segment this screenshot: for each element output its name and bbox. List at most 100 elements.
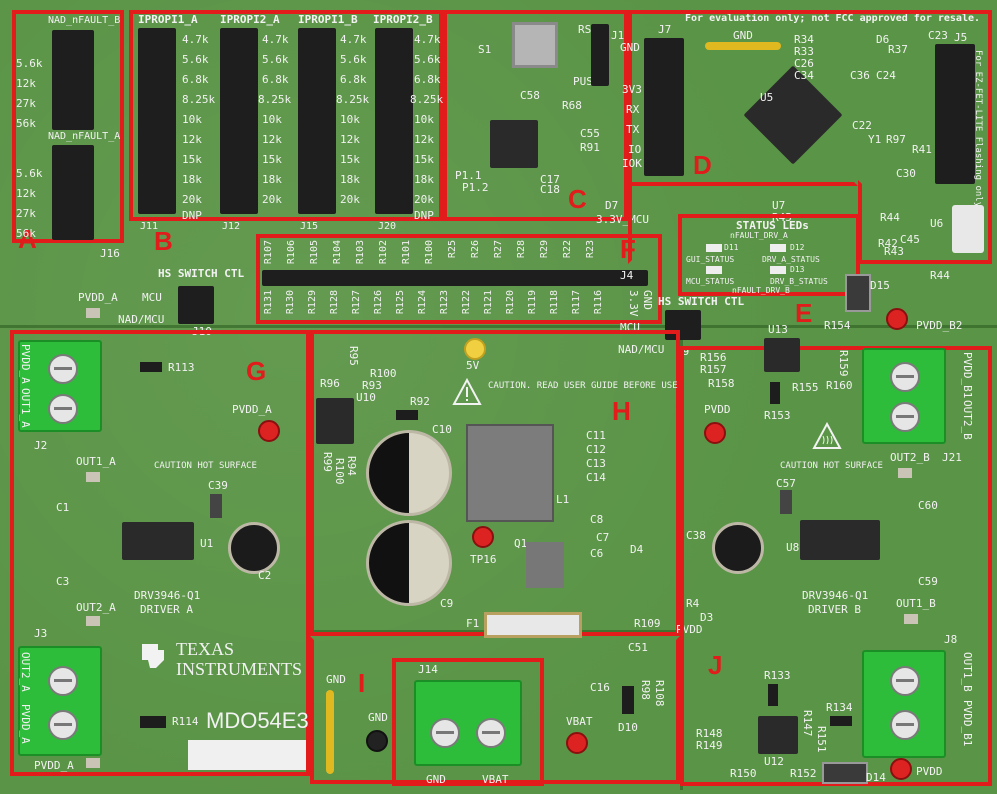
j3-terminal[interactable] xyxy=(18,646,102,756)
c2-capacitor xyxy=(228,522,280,574)
ipropi-val: 20k xyxy=(182,193,202,206)
f-resistor-ref: R121 xyxy=(483,290,494,315)
ipropi-val: 4.7k xyxy=(414,33,441,46)
c10-capacitor xyxy=(366,430,452,516)
ipropi-val: 10k xyxy=(340,113,360,126)
5v-testpoint[interactable] xyxy=(464,338,486,360)
hs-switch-jumper[interactable] xyxy=(178,286,214,324)
out2b-pad xyxy=(898,468,912,478)
cap-ref: C12 xyxy=(586,443,606,456)
cap-ref: C7 xyxy=(596,531,610,544)
gnd-label: GND xyxy=(733,29,753,42)
j8-terminal[interactable] xyxy=(862,650,946,758)
u8-ref: U8 xyxy=(786,541,800,554)
q1-mosfet xyxy=(526,542,564,588)
c59-ref: C59 xyxy=(918,575,938,588)
nfault-a-header[interactable] xyxy=(52,145,94,240)
j21-terminal[interactable] xyxy=(862,348,946,444)
brand-line2: INSTRUMENTS xyxy=(176,659,303,679)
region-f-box xyxy=(256,234,662,324)
r98-ref: R98 xyxy=(639,680,652,700)
out1-label: OUT1_A xyxy=(76,455,116,468)
j3-out-label: OUT2_A xyxy=(19,652,32,692)
nfault-b-header[interactable] xyxy=(52,30,94,130)
screw-icon xyxy=(476,718,506,748)
ipropi-val: 6.8k xyxy=(340,73,367,86)
c51-ref: C51 xyxy=(628,641,648,654)
led-label: D13 xyxy=(790,265,805,274)
hs-switch-label: HS SWITCH CTL xyxy=(158,267,245,280)
r153-part xyxy=(770,382,780,404)
fcc-note: For evaluation only; not FCC approved fo… xyxy=(685,13,981,24)
f-resistor-ref: R119 xyxy=(527,290,538,315)
j7-header[interactable] xyxy=(644,38,684,176)
ipropi-val: 4.7k xyxy=(340,33,367,46)
res-val: 12k xyxy=(16,187,36,200)
rst-jumper[interactable] xyxy=(591,24,609,86)
ref: R42 xyxy=(878,237,898,250)
led xyxy=(706,244,722,252)
cap-ref: C13 xyxy=(586,457,606,470)
led-label: nFAULT_DRV_B xyxy=(732,286,790,295)
d15-ref: D15 xyxy=(870,279,890,292)
j5-header[interactable] xyxy=(935,44,975,184)
pvdd-b1-testpoint[interactable] xyxy=(890,758,912,780)
ipropi-jumper[interactable] xyxy=(298,28,336,214)
r68-ref: R68 xyxy=(562,99,582,112)
pvdd-testpoint[interactable] xyxy=(704,422,726,444)
c39-ref: C39 xyxy=(208,479,228,492)
r134-part xyxy=(830,716,852,726)
r99-ref: R99 xyxy=(321,452,334,472)
ref: D6 xyxy=(876,33,890,46)
ipropi-jumper[interactable] xyxy=(375,28,413,214)
pvdd-a-testpoint[interactable] xyxy=(258,420,280,442)
pvdd-b2-testpoint[interactable] xyxy=(886,308,908,330)
reset-switch[interactable] xyxy=(512,22,558,68)
ref: R147 xyxy=(801,710,814,737)
led-label: nFAULT_DRV_A xyxy=(730,231,788,240)
ref: D14 xyxy=(866,771,886,784)
ipropi-val: 12k xyxy=(182,133,202,146)
mcu-33-label: 3.3V_MCU xyxy=(596,213,649,226)
j2-out-label: OUT1_A xyxy=(19,388,32,428)
region-d-label: D xyxy=(693,150,712,180)
usb-connector[interactable] xyxy=(952,205,984,253)
f-resistor-ref: R124 xyxy=(417,290,428,315)
region-g-box xyxy=(10,330,310,776)
term-gnd-label: GND xyxy=(426,773,446,786)
tp16-testpoint[interactable] xyxy=(472,526,494,548)
ipropi-jumper[interactable] xyxy=(138,28,176,214)
cap-ref: C11 xyxy=(586,429,606,442)
j2-terminal[interactable] xyxy=(18,340,102,432)
r100-ref: R100 xyxy=(333,458,346,485)
f-resistor-ref: R22 xyxy=(562,240,573,259)
hot-surface-icon xyxy=(812,421,842,450)
d7-ref: D7 xyxy=(605,199,619,212)
f-resistor-ref: R104 xyxy=(332,240,343,265)
f-resistor-ref: R120 xyxy=(505,290,516,315)
hs-switch-jumper[interactable] xyxy=(665,310,701,340)
ref: U6 xyxy=(930,217,944,230)
gnd-label: GND xyxy=(641,290,654,310)
f-resistor-ref: R128 xyxy=(329,290,340,315)
j14-terminal[interactable] xyxy=(414,680,522,766)
region-i-label: I xyxy=(358,668,366,698)
res-val: 56k xyxy=(16,117,36,130)
c9-capacitor xyxy=(366,520,452,606)
gnd-testpoint[interactable] xyxy=(366,730,388,752)
out2-pad xyxy=(86,616,100,626)
f-resistor-ref: R107 xyxy=(263,240,274,265)
r113-ref: R113 xyxy=(168,361,195,374)
d4-ref: D4 xyxy=(630,543,644,556)
ipropi-val: 18k xyxy=(340,173,360,186)
nfault-a-label: NAD_nFAULT_A xyxy=(48,131,121,142)
f-resistor-ref: R100 xyxy=(424,240,435,265)
ipropi-jumper[interactable] xyxy=(220,28,258,214)
ref: R160 xyxy=(826,379,853,392)
signal-header[interactable] xyxy=(262,270,648,286)
vbat-testpoint[interactable] xyxy=(566,732,588,754)
d14-diode xyxy=(822,762,868,784)
ti-logo-icon xyxy=(138,640,168,668)
c10-ref: C10 xyxy=(432,423,452,436)
